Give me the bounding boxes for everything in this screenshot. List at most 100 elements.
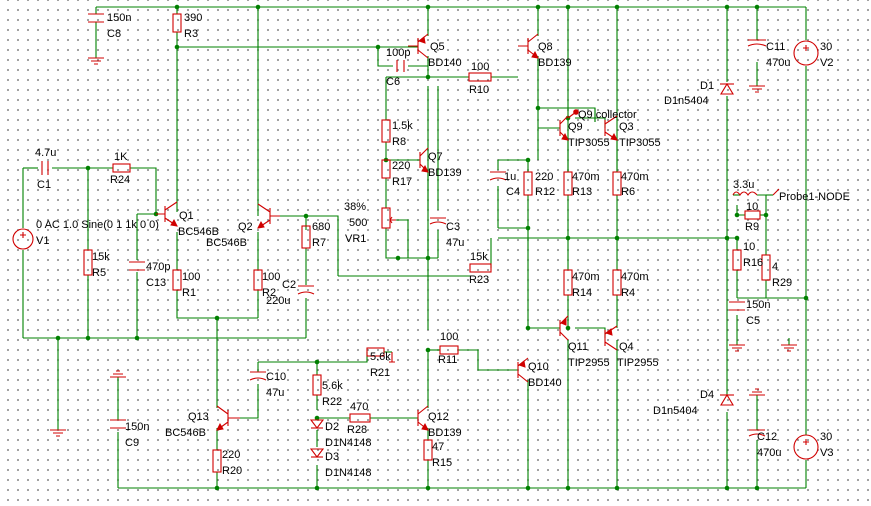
- r22-label: R22: [322, 396, 342, 408]
- inductor-value: 3.3u: [733, 179, 754, 191]
- capacitor-c3[interactable]: [429, 217, 447, 225]
- resistor-r13[interactable]: [563, 171, 573, 196]
- r3-label: R3: [184, 28, 198, 40]
- diode-d4[interactable]: [720, 393, 734, 406]
- r29-value: 4: [772, 261, 778, 273]
- diode-d3[interactable]: [309, 448, 325, 458]
- r8-value: 1.5k: [392, 120, 413, 132]
- capacitor-c11[interactable]: [747, 39, 767, 47]
- diode-d2[interactable]: [309, 419, 325, 429]
- c5-label: C5: [746, 315, 760, 327]
- r8-label: R8: [392, 136, 406, 148]
- q3-type: TIP3055: [619, 137, 661, 149]
- resistor-r22[interactable]: [312, 374, 322, 396]
- capacitor-c12[interactable]: [748, 429, 766, 437]
- resistor-r15[interactable]: [423, 439, 433, 461]
- resistor-r9[interactable]: [744, 210, 761, 220]
- transistor-q3[interactable]: [604, 115, 618, 141]
- probe-node[interactable]: [772, 188, 780, 196]
- resistor-r16[interactable]: [732, 249, 742, 271]
- q11-type: TIP2955: [568, 357, 610, 369]
- v1-label: V1: [36, 235, 49, 247]
- q4-type: TIP2955: [617, 357, 659, 369]
- resistor-r2[interactable]: [253, 269, 263, 291]
- c2-value: 220u: [266, 295, 290, 307]
- capacitor-c4[interactable]: [489, 171, 507, 181]
- r17-value: 220: [392, 160, 410, 172]
- transistor-q5[interactable]: [408, 33, 429, 59]
- diode-d1[interactable]: [720, 82, 734, 95]
- vr1-value: 500: [349, 217, 367, 229]
- resistor-r3[interactable]: [172, 13, 182, 33]
- q9-label: Q9: [568, 121, 583, 133]
- probe-q9-collector[interactable]: [567, 109, 579, 119]
- resistor-r8[interactable]: [381, 119, 391, 143]
- transistor-q7[interactable]: [419, 147, 429, 173]
- r11-label: R11: [438, 354, 457, 366]
- voltage-source-v2[interactable]: [793, 40, 819, 66]
- q3-label: Q3: [619, 121, 634, 133]
- voltage-source-v3[interactable]: [793, 434, 819, 460]
- resistor-r5[interactable]: [83, 249, 93, 276]
- labels: 150n C8 390 R3 Q5 BD140 100p C6 Q8 BD139…: [35, 12, 850, 479]
- r7-label: R7: [312, 237, 326, 249]
- transistor-q10[interactable]: [517, 357, 529, 383]
- r9-label: R9: [745, 221, 759, 233]
- capacitor-c5[interactable]: [729, 301, 745, 311]
- resistor-r28[interactable]: [349, 413, 371, 423]
- resistor-r24[interactable]: [112, 163, 131, 173]
- transistor-q2[interactable]: [257, 203, 280, 229]
- resistor-r1[interactable]: [172, 269, 182, 291]
- d4-label: D4: [700, 389, 714, 401]
- resistor-r29[interactable]: [761, 254, 771, 281]
- q13-type: BC546B: [165, 427, 206, 439]
- capacitor-c1[interactable]: [41, 161, 49, 175]
- capacitor-c8[interactable]: [88, 13, 104, 23]
- q12-type: BD139: [428, 427, 462, 439]
- r9-value: 10: [746, 201, 758, 213]
- inductor-l1[interactable]: [732, 191, 758, 196]
- r12-label: R12: [535, 186, 555, 198]
- q9-type: TIP3055: [568, 137, 610, 149]
- resistor-r21[interactable]: [366, 347, 385, 357]
- r20-label: R20: [222, 465, 242, 477]
- r20-value: 220: [222, 449, 240, 461]
- transistor-q11[interactable]: [559, 315, 569, 341]
- c10-value: 47u: [266, 387, 284, 399]
- ground-symbol: [749, 388, 765, 396]
- voltage-source-v1[interactable]: [12, 228, 34, 250]
- resistor-r10[interactable]: [468, 72, 492, 82]
- components: [12, 13, 819, 473]
- q7-label: Q7: [428, 151, 443, 163]
- resistor-r7[interactable]: [301, 225, 311, 249]
- r29-label: R29: [772, 277, 792, 289]
- resistor-r17[interactable]: [381, 159, 391, 179]
- r23-value: 15k: [470, 251, 488, 263]
- capacitor-c2[interactable]: [297, 285, 315, 295]
- resistor-r20[interactable]: [212, 449, 222, 473]
- transistor-q13[interactable]: [216, 405, 240, 431]
- capacitor-c10[interactable]: [249, 371, 267, 381]
- r4-label: R4: [621, 287, 635, 299]
- transistor-q1[interactable]: [156, 201, 178, 227]
- resistor-r14[interactable]: [563, 269, 573, 296]
- transistor-q9[interactable]: [559, 115, 569, 141]
- resistor-r4[interactable]: [612, 269, 622, 296]
- transistor-q12[interactable]: [417, 405, 429, 431]
- resistor-r12[interactable]: [523, 171, 533, 196]
- capacitor-c6[interactable]: [396, 60, 405, 72]
- resistor-r23[interactable]: [469, 263, 492, 273]
- q11-label: Q11: [568, 341, 588, 353]
- c3-label: C3: [446, 221, 460, 233]
- wires: [22, 6, 807, 489]
- capacitor-c9[interactable]: [110, 419, 126, 429]
- capacitor-c13[interactable]: [129, 261, 145, 271]
- resistor-r11[interactable]: [439, 345, 459, 355]
- resistor-r6[interactable]: [612, 171, 622, 196]
- q10-type: BD140: [528, 377, 562, 389]
- transistor-q4[interactable]: [604, 325, 618, 351]
- r15-value: 47: [432, 441, 444, 453]
- potentiometer-vr1[interactable]: [381, 207, 391, 229]
- transistor-q8[interactable]: [518, 33, 539, 59]
